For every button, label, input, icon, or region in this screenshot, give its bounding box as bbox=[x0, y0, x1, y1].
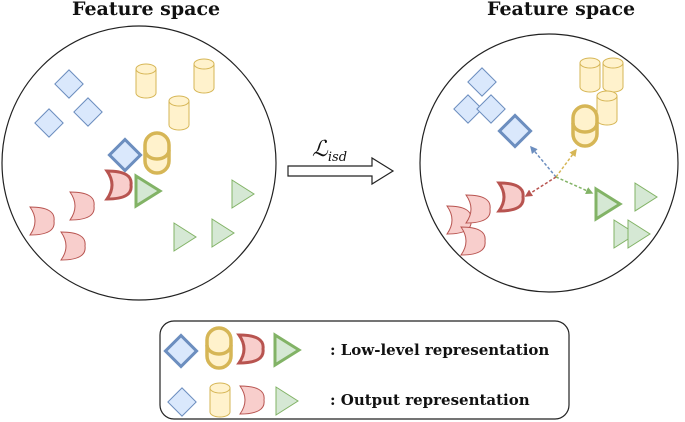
crescent-icon bbox=[497, 181, 525, 213]
crescent-icon bbox=[105, 169, 133, 201]
cylinder-icon bbox=[135, 63, 157, 99]
right-feature-space-circle bbox=[419, 33, 679, 293]
cylinder-icon bbox=[209, 382, 231, 418]
blue-dashed-arrow bbox=[530, 145, 557, 178]
cylinder-icon bbox=[571, 104, 599, 148]
cylinder-icon bbox=[205, 326, 233, 370]
red-dashed-arrow bbox=[524, 176, 557, 197]
cylinder-icon bbox=[596, 90, 618, 126]
cylinder-icon bbox=[143, 131, 171, 175]
crescent-icon bbox=[237, 333, 265, 365]
cylinder-icon bbox=[193, 58, 215, 94]
transition-arrow bbox=[287, 156, 395, 186]
cylinder-icon bbox=[168, 95, 190, 131]
left-feature-space-title: Feature space bbox=[72, 0, 221, 20]
right-feature-space-title: Feature space bbox=[487, 0, 636, 20]
cylinder-icon bbox=[602, 57, 624, 93]
yellow-dashed-arrow bbox=[555, 148, 577, 178]
legend-low-level-label: : Low-level representation bbox=[330, 341, 550, 359]
green-dashed-arrow bbox=[555, 176, 594, 194]
legend-output-label: : Output representation bbox=[330, 391, 530, 409]
loss-label: ℒisd bbox=[312, 137, 347, 165]
cylinder-icon bbox=[579, 57, 601, 93]
